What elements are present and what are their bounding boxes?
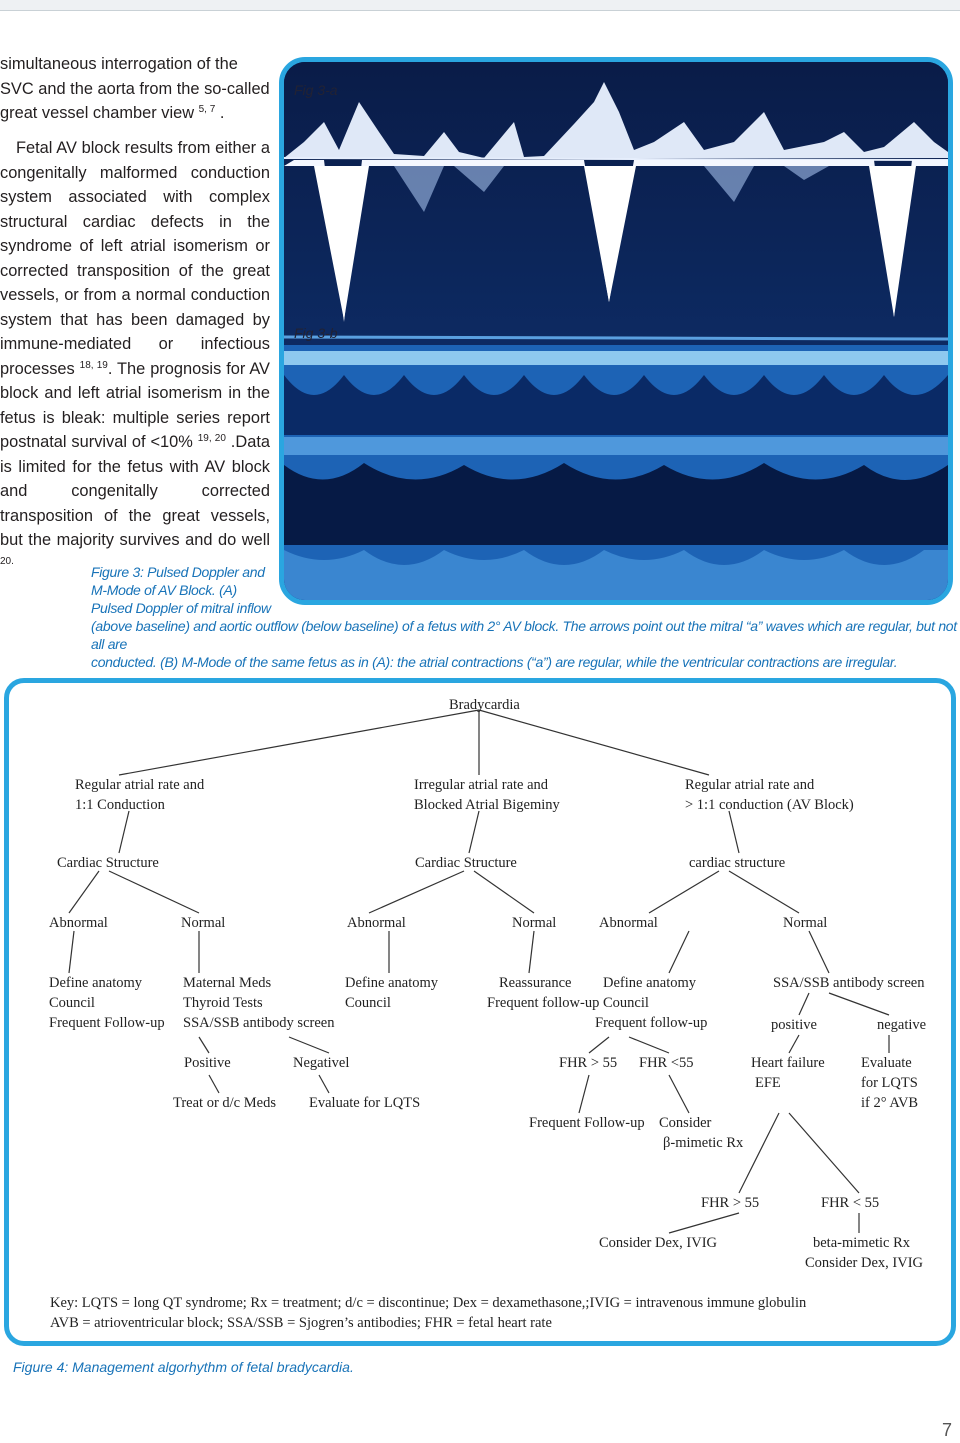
node-frequent-followup: Frequent Follow-up xyxy=(529,1115,645,1131)
node-cardiac-structure-3: cardiac structure xyxy=(689,855,786,871)
node-bradycardia: Bradycardia xyxy=(449,697,520,713)
m-mode-trace xyxy=(284,345,948,600)
fig-3a-label: Fig 3-a xyxy=(294,82,338,98)
body-paragraph-2: Fetal AV block results from either a con… xyxy=(0,139,270,567)
page-number: 7 xyxy=(941,1420,952,1440)
node-fhr-gt-55-a: FHR > 55 xyxy=(559,1055,618,1071)
node-positive-ab: positive xyxy=(771,1017,817,1033)
node-treat-dc-meds: Treat or d/c Meds xyxy=(173,1095,276,1111)
pulsed-doppler-image xyxy=(284,62,948,345)
figure-3-caption: Figure 3: Pulsed Doppler and M-Mode of A… xyxy=(91,564,957,670)
node-cardiac-structure-2: Cardiac Structure xyxy=(415,855,517,871)
doppler-waveform xyxy=(284,62,948,345)
node-av-block: Regular atrial rate and> 1:1 conduction … xyxy=(685,777,854,813)
figure-3-images: Fig 3-a Fig 3-b xyxy=(279,57,953,605)
node-fhr-lt-55-b: FHR < 55 xyxy=(821,1195,880,1211)
node-abnormal-2: Abnormal xyxy=(347,915,406,931)
node-consider-dex-1: Consider Dex, IVIG xyxy=(599,1235,717,1251)
node-cardiac-structure-1: Cardiac Structure xyxy=(57,855,159,871)
node-fhr-gt-55-b: FHR > 55 xyxy=(701,1195,760,1211)
node-normal-1: Normal xyxy=(181,915,226,931)
node-abnormal-1: Abnormal xyxy=(49,915,108,931)
node-normal-3: Normal xyxy=(783,915,828,931)
body-paragraph-1: simultaneous interrogation of the SVC an… xyxy=(0,55,270,122)
node-positive-meds: Positive xyxy=(184,1055,231,1071)
key-line-1: Key: LQTS = long QT syndrome; Rx = treat… xyxy=(50,1295,807,1311)
node-normal-2: Normal xyxy=(512,915,557,931)
node-abnormal-3: Abnormal xyxy=(599,915,658,931)
flowchart-connectors xyxy=(68,709,890,1234)
node-negative-meds: Negativel xyxy=(293,1055,350,1071)
m-mode-image xyxy=(284,345,948,600)
fig-3b-label: Fig 3-b xyxy=(294,325,338,341)
figure-4-caption: Figure 4: Management algorhythm of fetal… xyxy=(13,1359,354,1375)
node-antibody-screen: SSA/SSB antibody screen xyxy=(773,975,925,991)
node-evaluate-lqts-2: Evaluate for LQTS xyxy=(309,1095,421,1111)
node-fhr-lt-55-a: FHR <55 xyxy=(639,1055,694,1071)
node-negative-ab: negative xyxy=(877,1017,927,1033)
top-rule xyxy=(0,0,960,11)
key-line-2: AVB = atrioventricular block; SSA/SSB = … xyxy=(50,1315,552,1331)
